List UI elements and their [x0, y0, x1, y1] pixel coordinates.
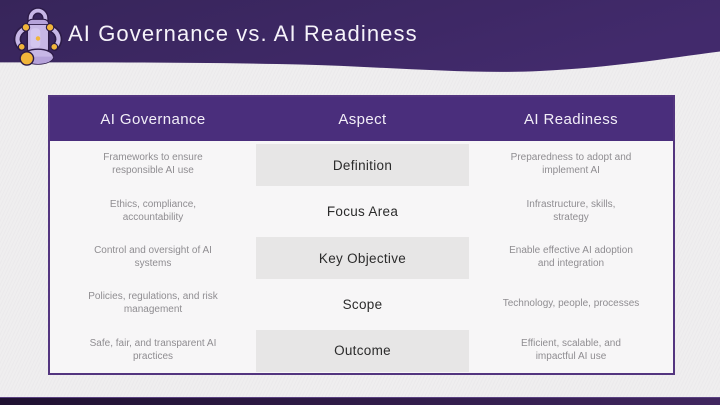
readiness-cell: Technology, people, processes — [469, 280, 673, 326]
cell-line: practices — [132, 350, 173, 362]
cell-line: Enable effective AI adoption — [509, 245, 633, 257]
cell-line: Efficient, scalable, and — [521, 337, 621, 349]
aspect-cell: Outcome — [256, 327, 469, 373]
header-ai-governance: AI Governance — [100, 110, 206, 128]
aspect-cell: Key Objective — [256, 234, 469, 280]
cell-line: strategy — [553, 211, 589, 223]
aspect-cell: Definition — [256, 141, 469, 187]
cell-line: Safe, fair, and transparent AI — [89, 337, 217, 349]
aspect-cell: Focus Area — [256, 187, 469, 233]
cell-line: management — [123, 304, 183, 316]
cell-line: implement AI — [542, 165, 600, 177]
cell-line: and integration — [537, 258, 605, 270]
cell-line: Technology, people, processes — [502, 297, 640, 309]
table-row-focus-area: Ethics, compliance, accountability Focus… — [50, 187, 673, 233]
bottom-accent-bar — [0, 397, 720, 405]
aspect-cell: Scope — [256, 280, 469, 326]
lantern-icon — [13, 7, 63, 66]
readiness-cell: Preparedness to adopt and implement AI — [469, 141, 673, 187]
governance-cell: Policies, regulations, and risk manageme… — [50, 280, 256, 326]
readiness-cell: Efficient, scalable, and impactful AI us… — [469, 327, 673, 373]
cell-line: Control and oversight of AI — [94, 245, 212, 257]
cell-line: Preparedness to adopt and — [510, 152, 632, 164]
cell-line: impactful AI use — [535, 350, 607, 362]
cell-line: Infrastructure, skills, — [526, 198, 616, 210]
header-aspect: Aspect — [338, 110, 387, 128]
governance-cell: Safe, fair, and transparent AI practices — [50, 327, 256, 373]
slide-title: AI Governance vs. AI Readiness — [68, 21, 418, 46]
governance-cell: Control and oversight of AI systems — [50, 234, 256, 280]
cell-line: accountability — [122, 211, 184, 223]
cell-line: responsible AI use — [112, 165, 194, 177]
aspect-label: Focus Area — [326, 204, 399, 220]
aspect-label: Key Objective — [256, 236, 469, 280]
table-header-row: AI Governance Aspect AI Readiness — [50, 97, 673, 141]
aspect-label: Scope — [342, 296, 383, 312]
table-row-scope: Policies, regulations, and risk manageme… — [50, 280, 673, 326]
governance-cell: Ethics, compliance, accountability — [50, 187, 256, 233]
header-ai-readiness: AI Readiness — [523, 110, 619, 128]
table-row-definition: Frameworks to ensure responsible AI use … — [50, 141, 673, 187]
table-row-key-objective: Control and oversight of AI systems Key … — [50, 234, 673, 280]
cell-line: Policies, regulations, and risk — [88, 291, 218, 303]
aspect-label: Definition — [256, 144, 469, 187]
table-row-outcome: Safe, fair, and transparent AI practices… — [50, 327, 673, 373]
readiness-cell: Infrastructure, skills, strategy — [469, 187, 673, 233]
aspect-label: Outcome — [256, 329, 469, 373]
banner-wave-background — [0, 0, 720, 72]
table-body: Frameworks to ensure responsible AI use … — [50, 141, 673, 373]
cell-line: systems — [134, 258, 172, 270]
comparison-table-card: AI Governance Aspect AI Readiness Framew… — [48, 95, 675, 375]
readiness-cell: Enable effective AI adoption and integra… — [469, 234, 673, 280]
cell-line: Ethics, compliance, — [109, 198, 197, 210]
cell-line: Frameworks to ensure — [103, 152, 203, 164]
governance-cell: Frameworks to ensure responsible AI use — [50, 141, 256, 187]
